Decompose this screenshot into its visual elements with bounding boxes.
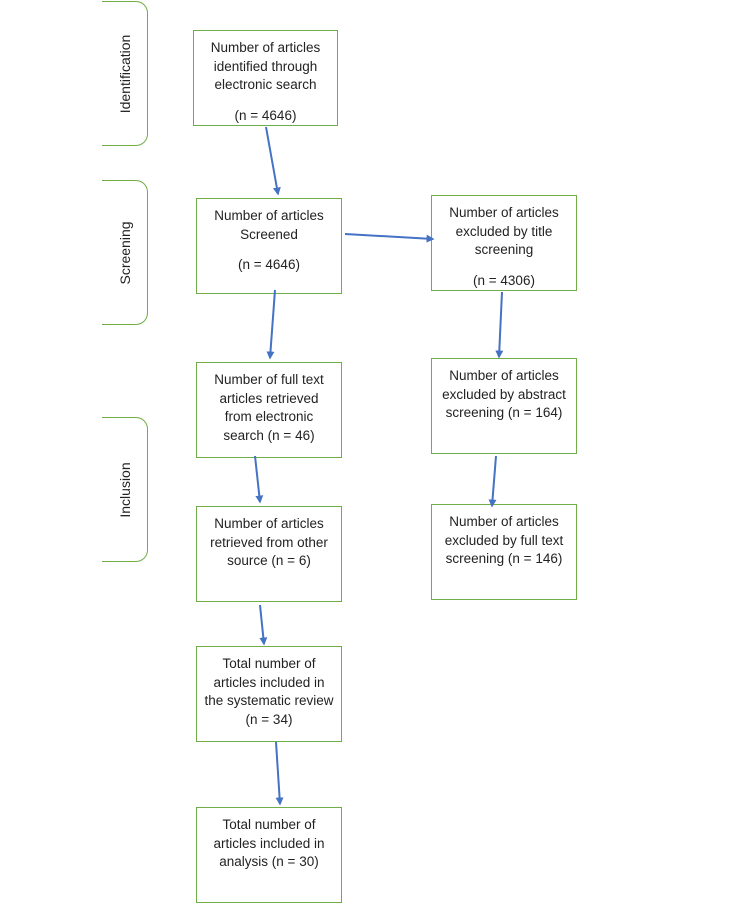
box-included-analysis-line-3: analysis (n = 30) — [219, 854, 319, 869]
box-included-analysis: Total number of articles included in ana… — [196, 807, 342, 903]
box-screened-line-1: Number of articles — [214, 208, 324, 223]
arrow-other-source-to-review — [259, 604, 268, 646]
box-excluded-abstract-line-2: excluded by abstract — [442, 386, 566, 402]
box-other-source-line-1: Number of articles — [214, 516, 324, 531]
box-excluded-fulltext-line-1: Number of articles — [449, 514, 559, 529]
box-excluded-title-count: (n = 4306) — [473, 272, 535, 288]
arrow-abstract-to-excluded-fulltext — [488, 455, 497, 508]
box-included-review-line-2: articles included in — [213, 674, 325, 690]
box-identified-line-2: identified through — [213, 58, 318, 74]
box-screened: Number of articles Screened (n = 4646) — [196, 198, 342, 294]
arrow-excluded-title-to-abstract — [495, 291, 504, 359]
stage-tab-screening: Screening — [102, 180, 148, 325]
box-excluded-abstract: Number of articles excluded by abstract … — [431, 358, 577, 454]
box-excluded-title-line-2: excluded by title — [455, 223, 553, 239]
box-excluded-title-line-1: Number of articles — [449, 205, 559, 220]
box-screened-line-2: Screened — [240, 226, 298, 242]
box-included-review-line-4: (n = 34) — [245, 711, 293, 727]
arrow-fulltext-to-other-source — [254, 455, 264, 504]
box-excluded-fulltext-line-3: screening (n = 146) — [445, 551, 563, 566]
box-excluded-fulltext: Number of articles excluded by full text… — [431, 504, 577, 600]
arrow-screened-to-fulltext — [266, 289, 276, 360]
box-screened-count: (n = 4646) — [238, 257, 300, 272]
box-fulltext-retrieved-line-4: search (n = 46) — [223, 427, 315, 443]
box-fulltext-retrieved-line-3: from electronic — [224, 409, 314, 424]
box-other-source: Number of articles retrieved from other … — [196, 506, 342, 602]
box-fulltext-retrieved-line-1: Number of full text — [214, 372, 324, 387]
box-included-review-line-1: Total number of — [222, 656, 316, 671]
box-excluded-title-line-3: screening — [474, 242, 534, 257]
box-other-source-line-3: source (n = 6) — [227, 553, 311, 568]
box-included-review: Total number of articles included in the… — [196, 646, 342, 742]
arrow-screened-to-excluded-title — [344, 233, 435, 243]
box-fulltext-retrieved-line-2: articles retrieved — [219, 390, 319, 406]
arrow-identified-to-screened — [265, 126, 281, 196]
stage-tab-inclusion: Inclusion — [102, 417, 148, 562]
stage-label-identification: Identification — [116, 34, 133, 113]
box-identified-count: (n = 4646) — [234, 107, 297, 123]
box-identified: Number of articles identified through el… — [193, 30, 338, 126]
stage-tab-identification: Identification — [102, 1, 148, 146]
box-excluded-title: Number of articles excluded by title scr… — [431, 195, 577, 291]
box-identified-line-3: electronic search — [214, 77, 317, 92]
box-excluded-abstract-line-1: Number of articles — [449, 368, 559, 383]
stage-label-inclusion: Inclusion — [116, 461, 133, 518]
box-excluded-abstract-line-3: screening (n = 164) — [445, 405, 563, 420]
arrow-review-to-analysis — [275, 741, 284, 806]
box-fulltext-retrieved: Number of full text articles retrieved f… — [196, 362, 342, 458]
box-identified-line-1: Number of articles — [210, 40, 321, 55]
box-included-analysis-line-2: articles included in — [213, 835, 325, 851]
box-other-source-line-2: retrieved from other — [210, 534, 328, 550]
box-included-analysis-line-1: Total number of — [222, 817, 316, 832]
box-included-review-line-3: the systematic review — [204, 693, 334, 708]
stage-label-screening: Screening — [116, 220, 133, 285]
box-excluded-fulltext-line-2: excluded by full text — [444, 532, 564, 548]
